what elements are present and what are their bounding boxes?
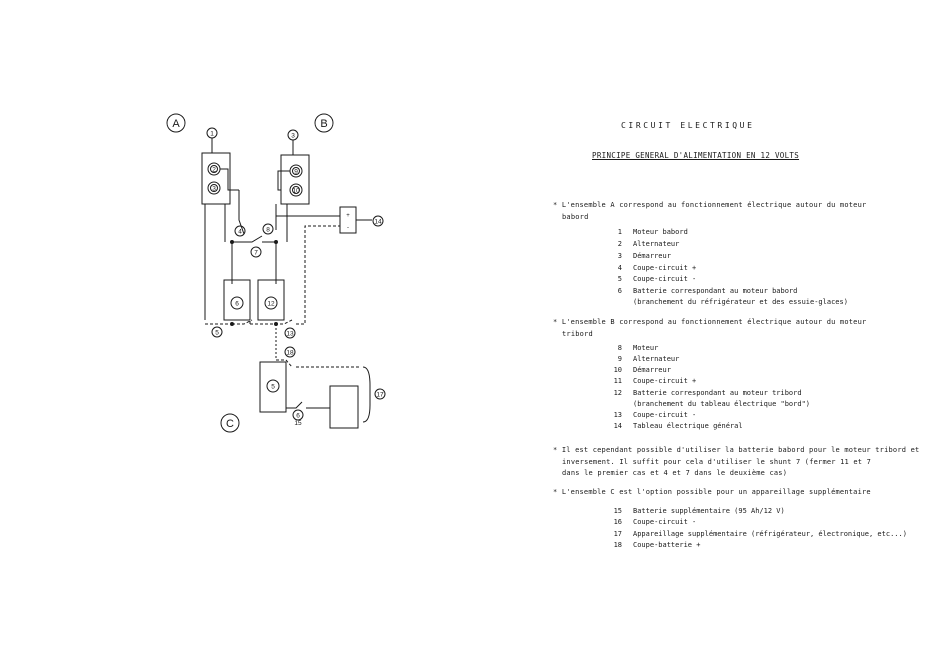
- item-number: 1: [617, 228, 622, 236]
- section-a-intro: * L'ensemble A correspond au fonctionnem…: [553, 201, 867, 209]
- section-b-intro: * L'ensemble B correspond au fonctionnem…: [553, 318, 867, 326]
- group-label-b: B: [320, 118, 327, 130]
- item-label: Coupe-circuit +: [633, 264, 697, 272]
- item-number: 17: [613, 530, 622, 538]
- callout-circle: [262, 223, 274, 235]
- item-label: Batterie correspondant au moteur babord: [633, 287, 798, 295]
- section-a-intro-2: babord: [562, 213, 589, 221]
- engine-b-box: [280, 154, 310, 205]
- terminal-minus: -: [347, 225, 349, 231]
- label-8: 8: [266, 227, 270, 234]
- starter-b-circle: [289, 183, 303, 197]
- appliance-box: [329, 385, 359, 429]
- item-label: (branchement du tableau électrique "bord…: [633, 400, 811, 408]
- item-number: 6: [617, 287, 622, 295]
- item-label: Coupe-circuit +: [633, 377, 697, 385]
- battery-label-circle: [230, 296, 244, 310]
- label-2: 2: [212, 167, 216, 174]
- item-number: 15: [613, 507, 622, 515]
- item-label: Coupe-batterie +: [633, 541, 701, 549]
- callout-circle: [284, 327, 296, 339]
- item-number: 4: [617, 264, 622, 272]
- battery-6-box: [223, 279, 251, 321]
- item-number: 13: [613, 411, 622, 419]
- item-label: Moteur babord: [633, 228, 688, 236]
- label-4: 4: [238, 229, 242, 236]
- label-5: 5: [215, 330, 219, 337]
- item-number: 10: [613, 366, 622, 374]
- label-17: 17: [376, 392, 384, 399]
- starter-a-circle: [207, 181, 221, 195]
- item-label: Alternateur: [633, 240, 680, 248]
- shunt-line-2: inversement. Il suffit pour cela d'utili…: [562, 458, 872, 466]
- label-15: 15: [294, 420, 302, 427]
- callout-circle: [292, 409, 304, 421]
- label-12: 12: [267, 301, 275, 308]
- item-number: 16: [613, 518, 622, 526]
- group-circle-a: [166, 113, 186, 133]
- label-6c: 6: [296, 413, 300, 420]
- item-number: 9: [617, 355, 622, 363]
- callout-circle: [284, 346, 296, 358]
- item-number: 11: [613, 377, 622, 385]
- item-label: Tableau électrique général: [633, 422, 743, 430]
- label-5c: 5: [271, 384, 275, 391]
- label-3b: 3: [291, 133, 295, 140]
- engine-a-box: [201, 152, 231, 205]
- item-number: 12: [613, 389, 622, 397]
- page-title: CIRCUIT ELECTRIQUE: [621, 121, 755, 130]
- item-number: 5: [617, 275, 622, 283]
- item-label: (branchement du réfrigérateur et des ess…: [633, 298, 848, 306]
- label-14: 14: [374, 219, 382, 226]
- item-number: 3: [617, 252, 622, 260]
- callout-circle: [372, 215, 384, 227]
- item-number: 2: [617, 240, 622, 248]
- shunt-line-3: dans le premier cas et 4 et 7 dans le de…: [562, 469, 788, 477]
- group-label-a: A: [172, 118, 180, 130]
- item-number: 14: [613, 422, 622, 430]
- group-label-c: C: [226, 418, 234, 430]
- item-label: Alternateur: [633, 355, 680, 363]
- label-3: 3: [212, 186, 216, 193]
- group-circle-c: [220, 413, 240, 433]
- item-label: Coupe-circuit -: [633, 411, 697, 419]
- callout-circle: [211, 326, 223, 338]
- item-label: Démarreur: [633, 366, 671, 374]
- page-subtitle: PRINCIPE GENERAL D'ALIMENTATION EN 12 VO…: [592, 151, 800, 160]
- item-label: Démarreur: [633, 252, 671, 260]
- label-6: 6: [235, 301, 239, 308]
- battery-label-circle: [266, 379, 280, 393]
- label-18: 18: [286, 350, 294, 357]
- item-label: Coupe-circuit -: [633, 518, 697, 526]
- item-number: 8: [617, 344, 622, 352]
- label-7: 7: [254, 250, 258, 257]
- shunt-line-1: * Il est cependant possible d'utiliser l…: [553, 446, 920, 454]
- item-label: Moteur: [633, 344, 659, 352]
- section-c-intro: * L'ensemble C est l'option possible pou…: [553, 488, 871, 496]
- label-1: 1: [210, 131, 214, 138]
- label-13: 13: [286, 331, 294, 338]
- terminal-plus: +: [346, 213, 350, 219]
- item-label: Coupe-circuit -: [633, 275, 697, 283]
- item-label: Batterie supplémentaire (95 Ah/12 V): [633, 507, 785, 515]
- item-label: Batterie correspondant au moteur tribord: [633, 389, 802, 397]
- section-b-intro-2: tribord: [562, 330, 593, 338]
- callout-circle: [374, 388, 386, 400]
- label-10: 10: [292, 188, 300, 195]
- label-9: 9: [294, 169, 298, 176]
- callout-circle: [250, 246, 262, 258]
- battery-15-box: [259, 361, 287, 413]
- battery-12-box: [257, 279, 285, 321]
- callout-circle: [234, 225, 246, 237]
- item-label: Appareillage supplémentaire (réfrigérate…: [633, 530, 907, 538]
- battery-label-circle: [264, 296, 278, 310]
- item-number: 18: [613, 541, 622, 549]
- group-circle-b: [314, 113, 334, 133]
